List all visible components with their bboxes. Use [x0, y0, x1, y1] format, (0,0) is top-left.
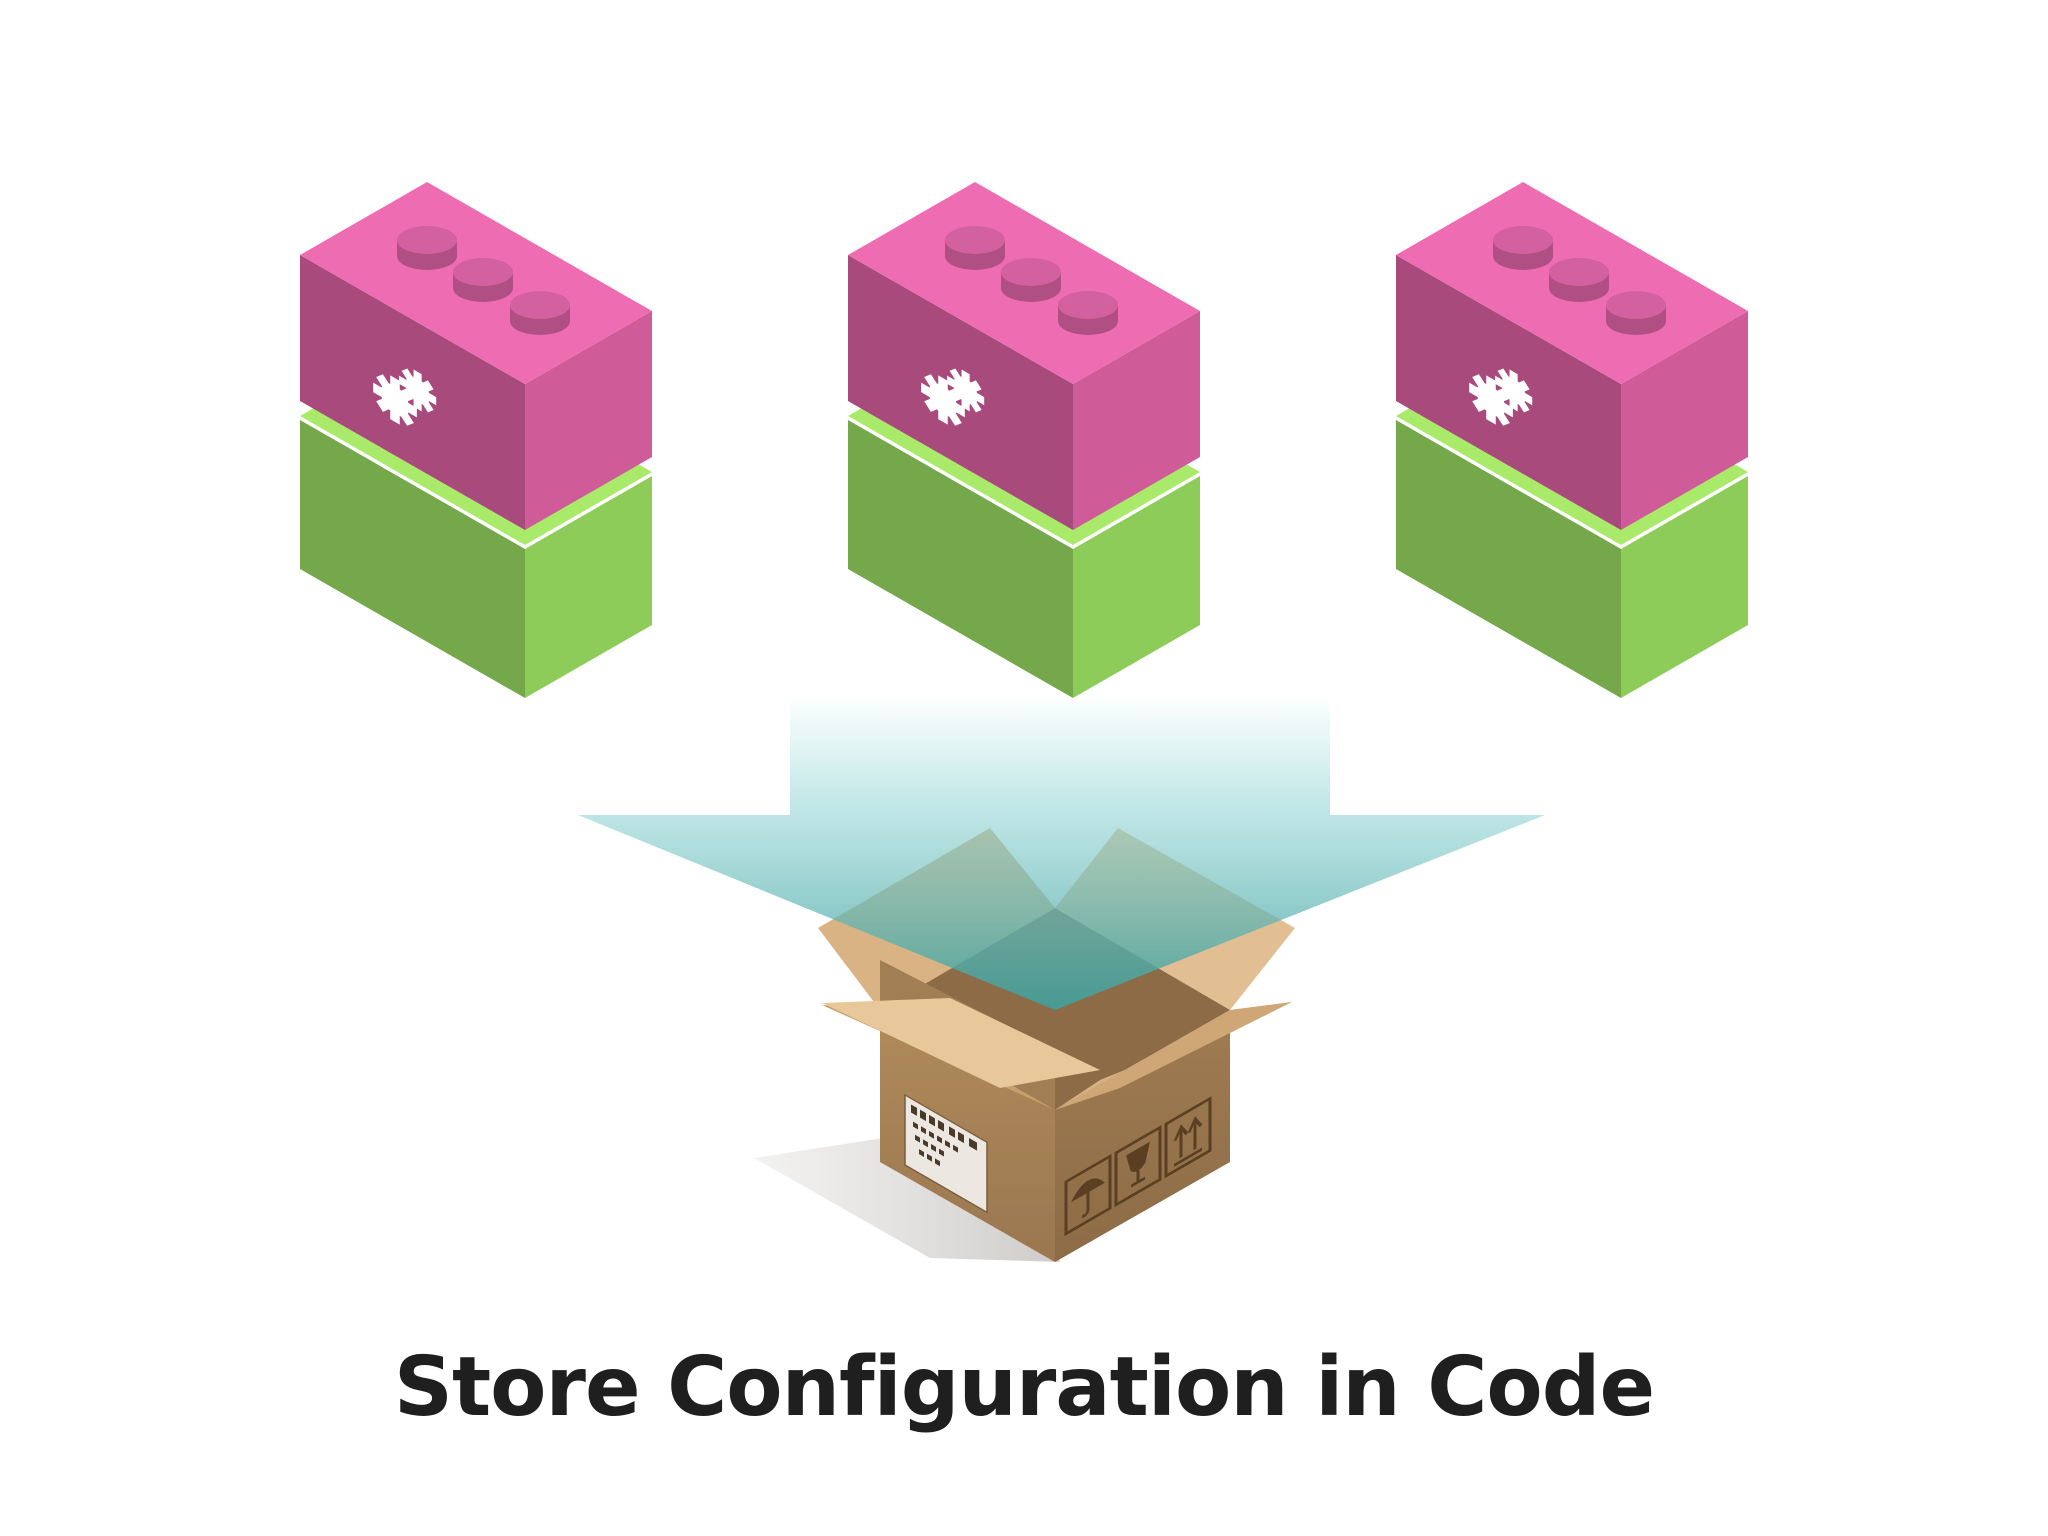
diagram-caption: Store Configuration in Code	[393, 1340, 1655, 1435]
config-block-b: B	[624, 182, 1200, 698]
shipping-label-icon	[904, 1093, 988, 1214]
config-block-a: A	[76, 182, 652, 698]
block-letter-b: B	[624, 370, 843, 496]
merge-arrow	[578, 695, 1545, 1010]
block-letter-a: A	[76, 370, 296, 497]
block-letter-c: C	[1172, 370, 1388, 495]
cardboard-box-front	[822, 998, 1292, 1262]
config-block-c: C	[1172, 182, 1748, 698]
